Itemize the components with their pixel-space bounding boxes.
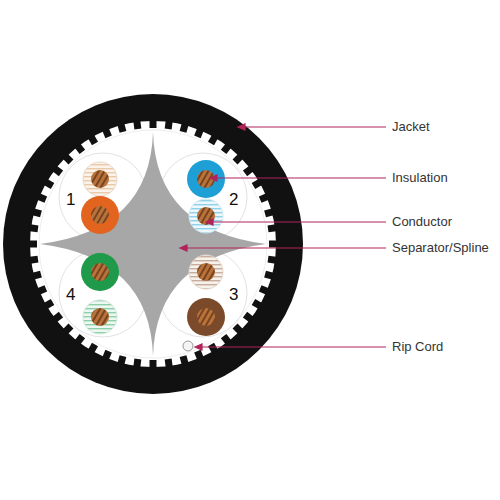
illustration-part xyxy=(180,245,187,251)
jacket-tooth xyxy=(194,128,204,138)
illustration-part xyxy=(187,298,225,336)
part-name: Separator/Spline xyxy=(392,240,489,256)
jacket-tooth xyxy=(259,285,269,295)
rip-cord xyxy=(183,341,193,351)
jacket-tooth xyxy=(264,271,274,280)
jacket-tooth xyxy=(118,123,127,133)
illustration-part xyxy=(197,346,386,347)
illustration-part xyxy=(210,175,217,181)
jacket-tooth xyxy=(63,154,74,165)
jacket-tooth xyxy=(268,224,277,232)
jacket-tooth xyxy=(133,359,141,368)
core xyxy=(39,130,267,358)
jacket-tooth xyxy=(37,193,47,203)
jacket-tooth xyxy=(75,334,85,345)
jacket-tooth xyxy=(133,121,141,130)
separator-spline xyxy=(40,132,266,356)
illustration-part xyxy=(189,199,223,233)
illustration-part xyxy=(206,219,213,225)
jacket-tooth xyxy=(29,241,37,248)
jacket-tooth xyxy=(208,343,218,353)
pair-4 xyxy=(81,253,119,334)
part-name: Conductor xyxy=(392,214,452,230)
jacket-tooth xyxy=(150,120,157,128)
jacket-tooth xyxy=(102,350,112,360)
jacket-tooth xyxy=(268,256,277,264)
jacket-tooth xyxy=(30,224,39,232)
jacket-tooth xyxy=(252,179,262,189)
jacket-tooth xyxy=(208,135,218,145)
jacket-tooth xyxy=(52,312,63,322)
callout-number: 3 xyxy=(229,287,238,303)
jacket-tooth xyxy=(88,343,98,353)
illustration-part xyxy=(197,263,215,281)
jacket-tooth xyxy=(221,334,231,345)
jacket-tooth xyxy=(233,324,244,335)
illustration-part xyxy=(189,255,223,289)
jacket-tooth xyxy=(32,271,42,280)
part-name: Jacket xyxy=(392,119,430,135)
illustration-part xyxy=(81,196,119,234)
jacket-tooth xyxy=(52,166,63,176)
jacket-tooth xyxy=(118,355,127,365)
jacket-tooth xyxy=(269,241,277,248)
illustration-part xyxy=(91,170,109,188)
callout-number: 1 xyxy=(66,192,75,208)
jacket-teeth xyxy=(29,120,277,368)
illustration-part xyxy=(195,344,202,350)
jacket-tooth xyxy=(102,128,112,138)
jacket-tooth xyxy=(264,209,274,218)
leader-lines xyxy=(180,124,386,350)
pair-1 xyxy=(81,162,119,234)
jacket-tooth xyxy=(243,166,254,176)
jacket-tooth xyxy=(243,312,254,322)
jacket-tooth xyxy=(252,299,262,309)
jacket-tooth xyxy=(37,285,47,295)
illustration-part xyxy=(91,308,109,326)
illustration-part xyxy=(91,206,109,224)
illustration-part xyxy=(197,308,215,326)
jacket-tooth xyxy=(150,360,157,368)
pair-3 xyxy=(187,255,225,336)
jacket-tooth xyxy=(165,359,173,368)
illustration-part xyxy=(182,247,386,248)
jacket-ring xyxy=(3,94,303,394)
part-name: Insulation xyxy=(392,170,448,186)
jacket-tooth xyxy=(75,143,85,154)
illustration-part xyxy=(187,160,225,198)
jacket-tooth xyxy=(44,179,54,189)
part-name: Rip Cord xyxy=(392,339,443,355)
illustration-part xyxy=(212,177,386,178)
illustration-part xyxy=(91,263,109,281)
jacket-tooth xyxy=(180,355,189,365)
illustration-part xyxy=(197,207,215,225)
callout-number: 4 xyxy=(66,287,75,303)
illustration-part xyxy=(83,162,117,196)
illustration-part xyxy=(238,124,245,130)
jacket-tooth xyxy=(30,256,39,264)
illustration-part xyxy=(208,221,386,222)
illustration-part xyxy=(83,300,117,334)
illustration-part xyxy=(81,253,119,291)
jacket-tooth xyxy=(233,154,244,165)
jacket-tooth xyxy=(32,209,42,218)
jacket-tooth xyxy=(63,324,74,335)
jacket-tooth xyxy=(259,193,269,203)
jacket-inner xyxy=(30,121,276,367)
jacket-tooth xyxy=(165,121,173,130)
jacket-tooth xyxy=(44,299,54,309)
jacket-tooth xyxy=(88,135,98,145)
callout-number: 2 xyxy=(229,192,238,208)
jacket-tooth xyxy=(221,143,231,154)
jacket-tooth xyxy=(180,123,189,133)
jacket-tooth xyxy=(194,350,204,360)
illustration-part xyxy=(240,126,386,127)
